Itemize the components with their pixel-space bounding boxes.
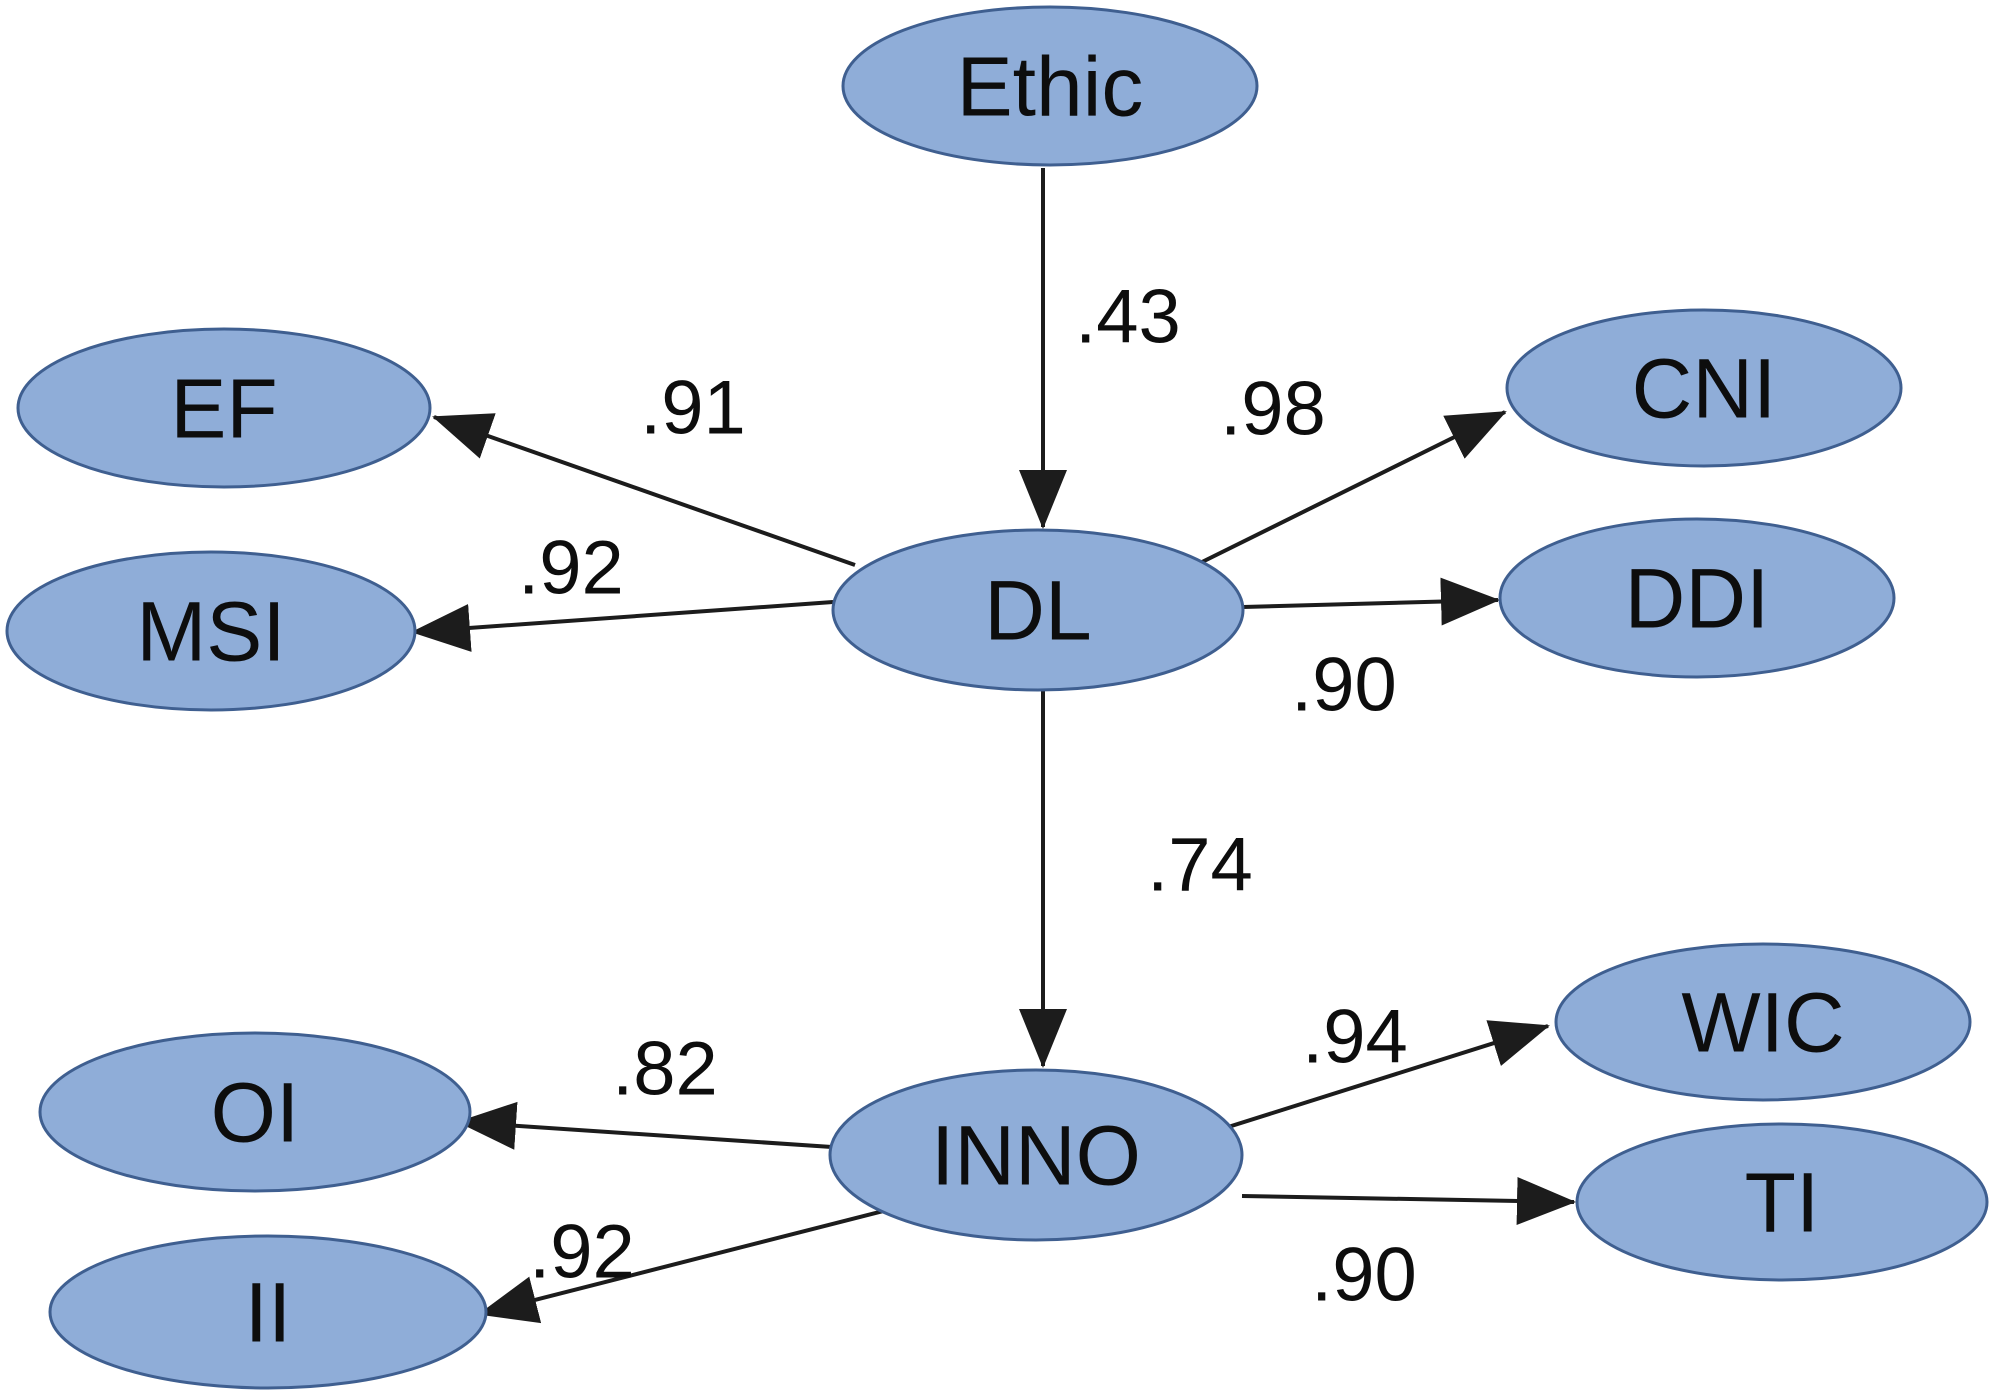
path-arrow-INNO-II bbox=[478, 1206, 896, 1324]
node-label-TI: TI bbox=[1745, 1155, 1820, 1249]
path-arrow-INNO-TI bbox=[1241, 1176, 1576, 1225]
node-ellipse-EF bbox=[16, 327, 432, 489]
node-ellipse-DL bbox=[831, 528, 1245, 692]
path-arrow-DL-CNI bbox=[1197, 410, 1507, 566]
node-ellipse-DDI bbox=[1498, 517, 1896, 679]
node-ellipse-TI bbox=[1575, 1122, 1989, 1282]
path-coefficient-INNO-II: .92 bbox=[529, 1210, 635, 1295]
path-coefficient-DL-DDI: .90 bbox=[1291, 643, 1397, 728]
path-arrow-DL-DDI bbox=[1242, 577, 1500, 626]
node-ellipse-Ethic bbox=[841, 5, 1259, 167]
node-label-MSI: MSI bbox=[136, 584, 285, 678]
node-label-OI: OI bbox=[211, 1065, 300, 1159]
node-label-DDI: DDI bbox=[1625, 551, 1770, 645]
path-coefficient-DL-EF: .91 bbox=[640, 366, 746, 451]
node-label-II: II bbox=[245, 1265, 292, 1359]
path-coefficient-INNO-WIC: .94 bbox=[1302, 995, 1408, 1080]
node-label-DL: DL bbox=[984, 563, 1091, 657]
path-arrow-DL-EF bbox=[432, 413, 856, 567]
node-ellipse-WIC bbox=[1554, 942, 1972, 1102]
node-label-EF: EF bbox=[170, 361, 277, 455]
node-ellipse-MSI bbox=[5, 550, 417, 712]
path-coefficient-INNO-TI: .90 bbox=[1311, 1233, 1417, 1318]
path-coefficient-Ethic-DL: .43 bbox=[1075, 275, 1181, 360]
node-ellipse-II bbox=[48, 1234, 488, 1390]
node-label-Ethic: Ethic bbox=[957, 39, 1144, 133]
node-label-WIC: WIC bbox=[1681, 975, 1844, 1069]
edges-layer: .43.91.92.98.90.74.82.92.94.90 bbox=[411, 168, 1576, 1324]
path-arrow-INNO-OI bbox=[457, 1101, 833, 1150]
path-coefficient-DL-CNI: .98 bbox=[1220, 367, 1326, 452]
path-coefficient-DL-MSI: .92 bbox=[518, 526, 624, 611]
path-arrow-INNO-WIC bbox=[1224, 1020, 1550, 1130]
node-ellipse-OI bbox=[38, 1031, 472, 1193]
node-label-INNO: INNO bbox=[931, 1108, 1141, 1202]
node-ellipse-INNO bbox=[828, 1068, 1244, 1242]
node-label-CNI: CNI bbox=[1632, 341, 1777, 435]
path-coefficient-INNO-OI: .82 bbox=[612, 1027, 718, 1112]
path-arrow-DL-MSI bbox=[411, 600, 834, 652]
path-coefficient-DL-INNO: .74 bbox=[1147, 823, 1253, 908]
node-ellipse-CNI bbox=[1505, 308, 1903, 468]
